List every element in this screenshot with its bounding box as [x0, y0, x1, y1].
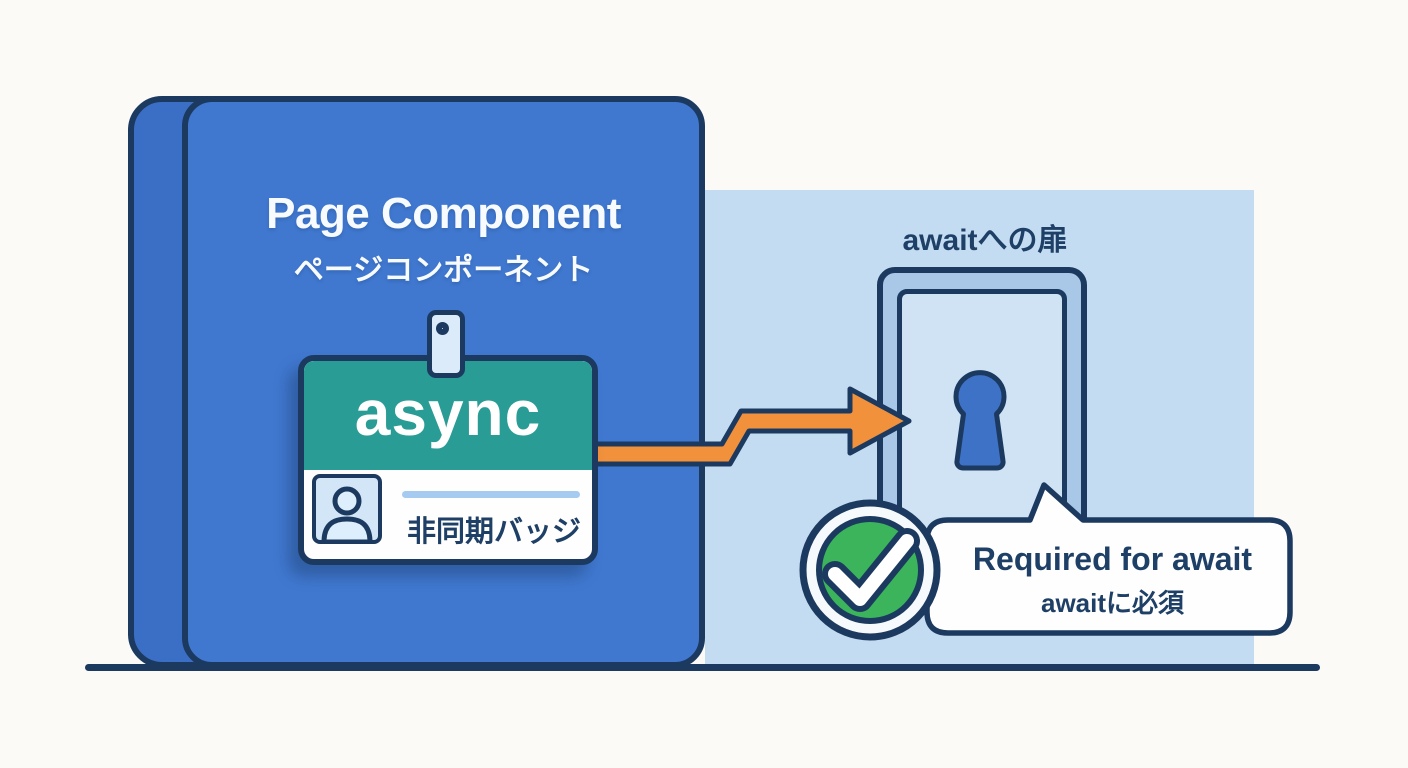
badge-clip-icon	[427, 310, 465, 378]
door-label: awaitへの扉	[902, 224, 1068, 257]
badge-sublabel-japanese: 非同期バッジ	[406, 516, 581, 548]
clip-ring-hole	[436, 322, 449, 335]
card-subtitle-japanese: ページコンポーネント	[293, 254, 594, 287]
badge-divider-line	[402, 491, 580, 498]
badge-photo	[312, 474, 382, 544]
checkmark-icon	[799, 499, 941, 641]
person-icon	[321, 486, 373, 540]
callout-title: Required for await	[972, 541, 1253, 577]
ground-line	[85, 664, 1320, 671]
callout-subtitle-japanese: awaitに必須	[1040, 588, 1185, 618]
async-badge: async 非同期バッジ	[298, 355, 598, 565]
badge-label: async	[304, 361, 592, 470]
card-title: Page Component	[266, 189, 621, 238]
